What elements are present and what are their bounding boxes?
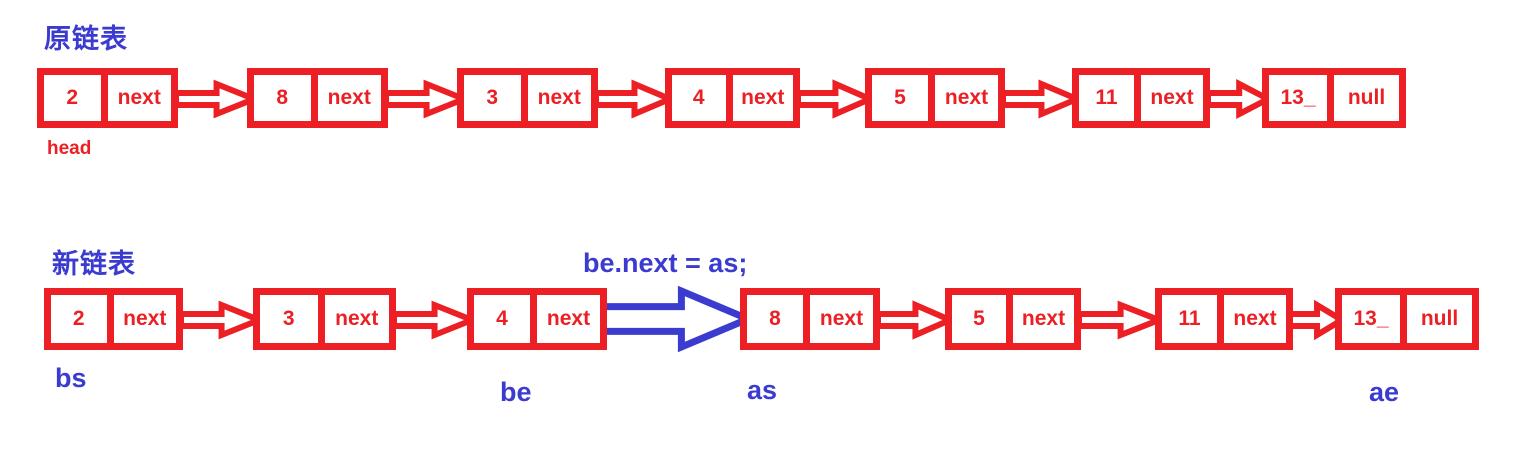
pointer-arrow-icon	[593, 79, 678, 119]
list-node: 13_null	[1335, 288, 1479, 350]
pointer-arrow-icon	[1000, 79, 1085, 119]
node-value: 2	[51, 295, 114, 343]
node-value: 4	[672, 75, 733, 121]
node-value: 8	[747, 295, 810, 343]
node-pointer: next	[113, 295, 176, 343]
node-pointer: next	[537, 295, 600, 343]
node-value: 4	[474, 295, 537, 343]
pointer-arrow-icon	[1076, 300, 1168, 340]
pointer-arrow-icon	[178, 300, 268, 340]
node-value: 5	[952, 295, 1013, 343]
pointer-arrow-icon	[875, 300, 958, 340]
pointer-label-bs: bs	[55, 363, 87, 393]
pointer-arrow-highlight-icon	[596, 285, 758, 353]
pointer-arrow-icon	[795, 79, 878, 119]
pointer-arrow-icon	[383, 79, 473, 119]
section-title-new-list: 新链表	[52, 249, 136, 279]
node-value: 5	[872, 75, 935, 121]
pointer-label-head: head	[47, 138, 92, 159]
node-pointer: null	[1407, 295, 1472, 343]
node-pointer: next	[810, 295, 873, 343]
node-pointer: next	[527, 75, 591, 121]
node-pointer: next	[107, 75, 171, 121]
pointer-arrow-icon	[1205, 79, 1275, 119]
pointer-arrow-icon	[173, 79, 263, 119]
node-pointer: next	[935, 75, 998, 121]
node-pointer: next	[1224, 295, 1286, 343]
node-value: 11	[1079, 75, 1141, 121]
node-pointer: next	[317, 75, 381, 121]
node-pointer: next	[1013, 295, 1074, 343]
node-pointer: null	[1334, 75, 1399, 121]
node-value: 8	[254, 75, 318, 121]
pointer-arrow-icon	[391, 300, 481, 340]
node-pointer: next	[1141, 75, 1203, 121]
pointer-label-as: as	[747, 375, 778, 405]
node-pointer: next	[324, 295, 389, 343]
pointer-label-ae: ae	[1369, 377, 1400, 407]
node-value: 13_	[1269, 75, 1334, 121]
pointer-label-be: be	[500, 377, 532, 407]
node-pointer: next	[732, 75, 793, 121]
node-value: 3	[260, 295, 325, 343]
node-value: 11	[1162, 295, 1224, 343]
node-value: 13_	[1342, 295, 1407, 343]
list-node: 13_null	[1262, 68, 1406, 128]
section-title-original-list: 原链表	[44, 24, 128, 54]
code-annotation: be.next = as;	[583, 248, 748, 278]
node-value: 2	[44, 75, 108, 121]
node-value: 3	[464, 75, 528, 121]
